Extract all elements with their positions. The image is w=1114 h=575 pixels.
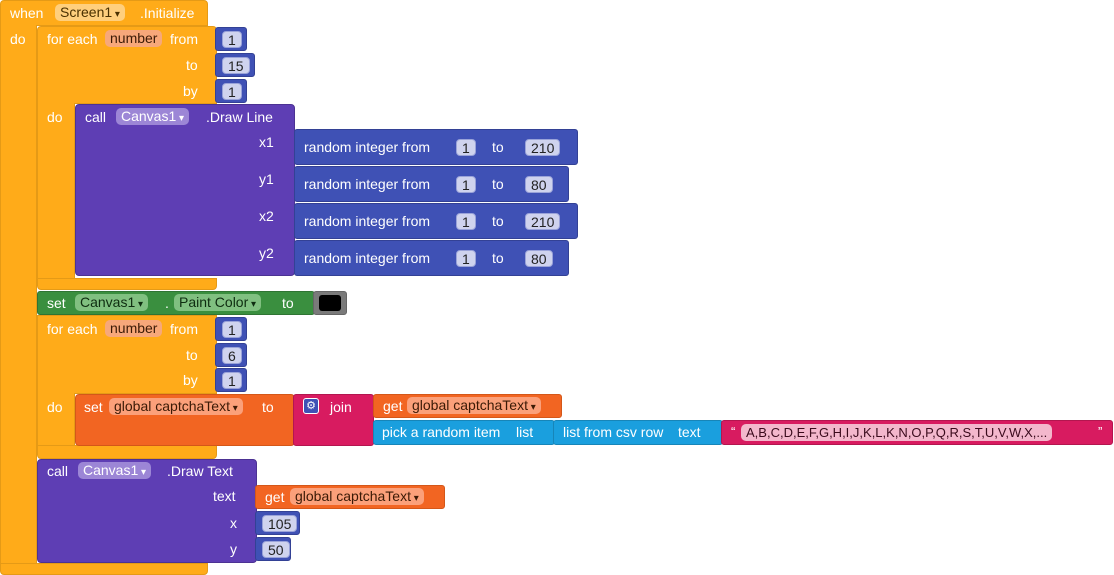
loop1-for-each-label: for each xyxy=(47,31,98,47)
event-do-label: do xyxy=(10,31,26,47)
join-label: join xyxy=(330,399,352,415)
setpaint-component-dropdown[interactable]: Canvas1 xyxy=(75,294,149,311)
random-to-label-y1: to xyxy=(492,176,504,192)
drawline-param-y1-label: y1 xyxy=(259,171,274,187)
setglobal-to-label: to xyxy=(262,399,274,415)
drawtext-y-value[interactable]: 50 xyxy=(262,541,290,558)
random-to-label-x2: to xyxy=(492,213,504,229)
drawline-param-x2-label: x2 xyxy=(259,208,274,224)
get-variable-dropdown-1[interactable]: global captchaText xyxy=(407,397,541,414)
csv-row-label: list from csv row xyxy=(563,424,664,440)
canvas-drawline-block[interactable] xyxy=(75,104,295,276)
event-do-spine xyxy=(0,25,37,565)
pick-random-item-label: pick a random item xyxy=(382,424,501,440)
drawline-method-label: .Draw Line xyxy=(206,109,273,125)
random-integer-block-y2[interactable] xyxy=(294,240,569,276)
random-integer-label-x2: random integer from xyxy=(304,213,431,229)
close-quote: ” xyxy=(1098,424,1103,439)
loop2-by-value[interactable]: 1 xyxy=(222,372,242,389)
random-integer-label-x1: random integer from xyxy=(304,139,431,155)
loop2-for-each-label: for each xyxy=(47,321,98,337)
csv-text-label: text xyxy=(678,424,701,440)
drawline-param-y2-label: y2 xyxy=(259,245,274,261)
loop1-by-label: by xyxy=(183,83,198,99)
setglobal-variable-dropdown[interactable]: global captchaText xyxy=(109,398,243,415)
loop1-bottom-arm xyxy=(37,278,217,290)
loop2-variable-name[interactable]: number xyxy=(105,320,163,337)
random-from-value-y2[interactable]: 1 xyxy=(456,250,476,267)
event-name-label: .Initialize xyxy=(140,5,195,21)
random-from-value-y1[interactable]: 1 xyxy=(456,176,476,193)
setpaint-set-label: set xyxy=(47,295,66,311)
loop2-to-value[interactable]: 6 xyxy=(222,347,242,364)
setglobal-set-label: set xyxy=(84,399,103,415)
drawline-param-x1-label: x1 xyxy=(259,134,274,150)
random-to-label-y2: to xyxy=(492,250,504,266)
get-variable-dropdown-2[interactable]: global captchaText xyxy=(290,488,424,505)
open-quote: “ xyxy=(731,424,736,439)
setpaint-property-dropdown[interactable]: Paint Color xyxy=(174,294,262,311)
pick-random-item-block[interactable] xyxy=(373,420,555,445)
loop1-from-value[interactable]: 1 xyxy=(222,31,242,48)
setpaint-to-label: to xyxy=(282,295,294,311)
loop2-by-label: by xyxy=(183,372,198,388)
random-to-value-y1[interactable]: 80 xyxy=(525,176,553,193)
random-from-value-x1[interactable]: 1 xyxy=(456,139,476,156)
list-from-csv-row-block[interactable] xyxy=(553,420,723,445)
drawtext-call-label: call xyxy=(47,463,69,479)
csv-text-value[interactable]: A,B,C,D,E,F,G,H,I,J,K,L,K,N,O,P,Q,R,S,T,… xyxy=(741,424,1053,441)
color-black-swatch[interactable] xyxy=(319,295,341,311)
loop2-bottom-arm xyxy=(37,445,217,459)
random-from-value-x2[interactable]: 1 xyxy=(456,213,476,230)
random-integer-label-y1: random integer from xyxy=(304,176,431,192)
drawtext-method-label: .Draw Text xyxy=(167,463,233,479)
drawtext-x-value[interactable]: 105 xyxy=(262,515,298,532)
random-integer-label-y2: random integer from xyxy=(304,250,431,266)
mutator-gear-icon[interactable]: ⚙ xyxy=(303,398,319,414)
screen-component-dropdown[interactable]: Screen1 xyxy=(55,4,125,21)
loop1-from-label: from xyxy=(170,31,198,47)
drawtext-text-param-label: text xyxy=(213,488,236,504)
loop2-do-label: do xyxy=(47,399,63,415)
drawtext-x-param-label: x xyxy=(230,515,237,531)
drawtext-component-dropdown[interactable]: Canvas1 xyxy=(78,462,152,479)
loop1-do-label: do xyxy=(47,109,63,125)
loop2-from-label: from xyxy=(170,321,198,337)
random-to-value-x1[interactable]: 210 xyxy=(525,139,561,156)
random-to-value-y2[interactable]: 80 xyxy=(525,250,553,267)
get-label-2: get xyxy=(265,489,285,505)
random-integer-block-y1[interactable] xyxy=(294,166,569,202)
loop2-do-spine xyxy=(37,393,75,448)
drawline-component-dropdown[interactable]: Canvas1 xyxy=(116,108,190,125)
random-to-label-x1: to xyxy=(492,139,504,155)
loop1-variable-name[interactable]: number xyxy=(105,30,163,47)
drawline-call-label: call xyxy=(85,109,107,125)
pick-list-label: list xyxy=(516,424,534,440)
loop1-to-value[interactable]: 15 xyxy=(222,57,250,74)
get-label-1: get xyxy=(383,398,403,414)
loop1-to-label: to xyxy=(186,57,198,73)
event-bottom-arm xyxy=(0,563,208,575)
loop2-to-label: to xyxy=(186,347,198,363)
setpaint-dot-label: . xyxy=(165,295,169,311)
random-to-value-x2[interactable]: 210 xyxy=(525,213,561,230)
loop1-by-value[interactable]: 1 xyxy=(222,83,242,100)
drawtext-y-param-label: y xyxy=(230,541,237,557)
loop1-do-spine xyxy=(37,103,75,283)
loop2-from-value[interactable]: 1 xyxy=(222,321,242,338)
when-label: when xyxy=(10,5,44,21)
